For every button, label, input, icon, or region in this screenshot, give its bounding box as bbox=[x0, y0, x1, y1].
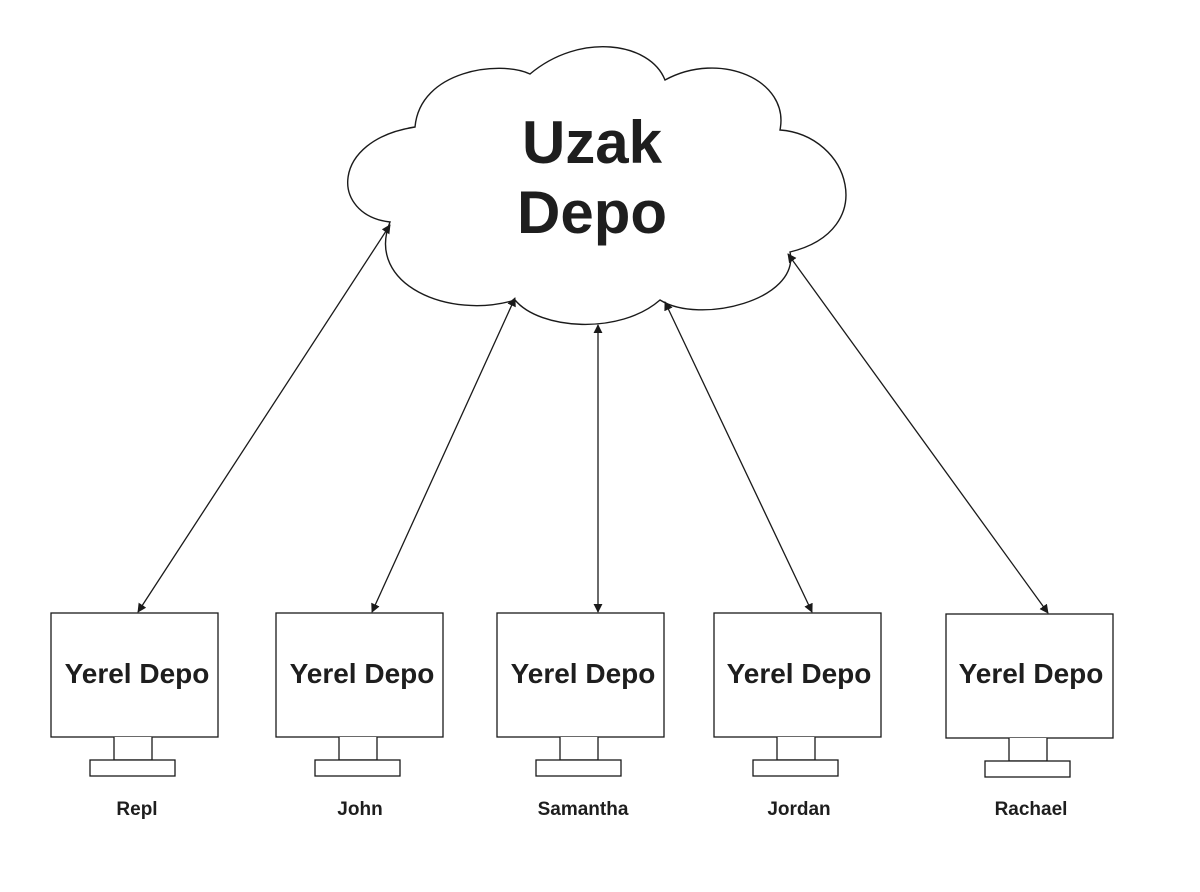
monitor-neck bbox=[559, 737, 599, 761]
user-name: Rachael bbox=[995, 799, 1068, 820]
sync-arrow-jordan bbox=[664, 301, 813, 613]
sync-arrow-rachael bbox=[787, 253, 1049, 614]
monitor-base bbox=[314, 759, 401, 777]
local-repo-label: Yerel Depo bbox=[290, 658, 435, 689]
monitor-neck bbox=[1008, 738, 1048, 762]
sync-arrow-repl bbox=[137, 224, 391, 613]
monitor-screen bbox=[713, 612, 882, 738]
monitor-base bbox=[984, 760, 1071, 778]
monitor-base bbox=[535, 759, 622, 777]
local-repository-samantha: Yerel Depo Samantha bbox=[496, 612, 665, 820]
local-repo-label: Yerel Depo bbox=[727, 658, 872, 689]
local-repository-jordan: Yerel Depo Jordan bbox=[713, 612, 882, 820]
sync-arrows bbox=[137, 224, 1049, 614]
monitor-screen bbox=[50, 612, 219, 738]
local-repository-repl: Yerel Depo Repl bbox=[50, 612, 219, 820]
monitor-base bbox=[89, 759, 176, 777]
monitor-screen bbox=[275, 612, 444, 738]
user-name: Repl bbox=[116, 799, 157, 820]
monitor-neck bbox=[338, 737, 378, 761]
monitor-neck bbox=[776, 737, 816, 761]
cloud-shape bbox=[347, 46, 847, 326]
remote-title-line1: Uzak bbox=[522, 109, 663, 176]
user-name: John bbox=[337, 799, 382, 820]
monitor-neck bbox=[113, 737, 153, 761]
monitor-screen bbox=[496, 612, 665, 738]
local-repo-label: Yerel Depo bbox=[959, 658, 1104, 689]
sync-arrow-john bbox=[371, 297, 516, 613]
local-repo-label: Yerel Depo bbox=[65, 658, 210, 689]
remote-title-line2: Depo bbox=[517, 179, 667, 246]
local-repository-john: Yerel Depo John bbox=[275, 612, 444, 820]
local-repo-label: Yerel Depo bbox=[511, 658, 656, 689]
monitor-base bbox=[752, 759, 839, 777]
local-repository-rachael: Yerel Depo Rachael bbox=[945, 613, 1114, 820]
monitor-screen bbox=[945, 613, 1114, 739]
user-name: Samantha bbox=[538, 799, 629, 820]
remote-repository: Uzak Depo bbox=[347, 46, 847, 326]
user-name: Jordan bbox=[767, 799, 830, 820]
